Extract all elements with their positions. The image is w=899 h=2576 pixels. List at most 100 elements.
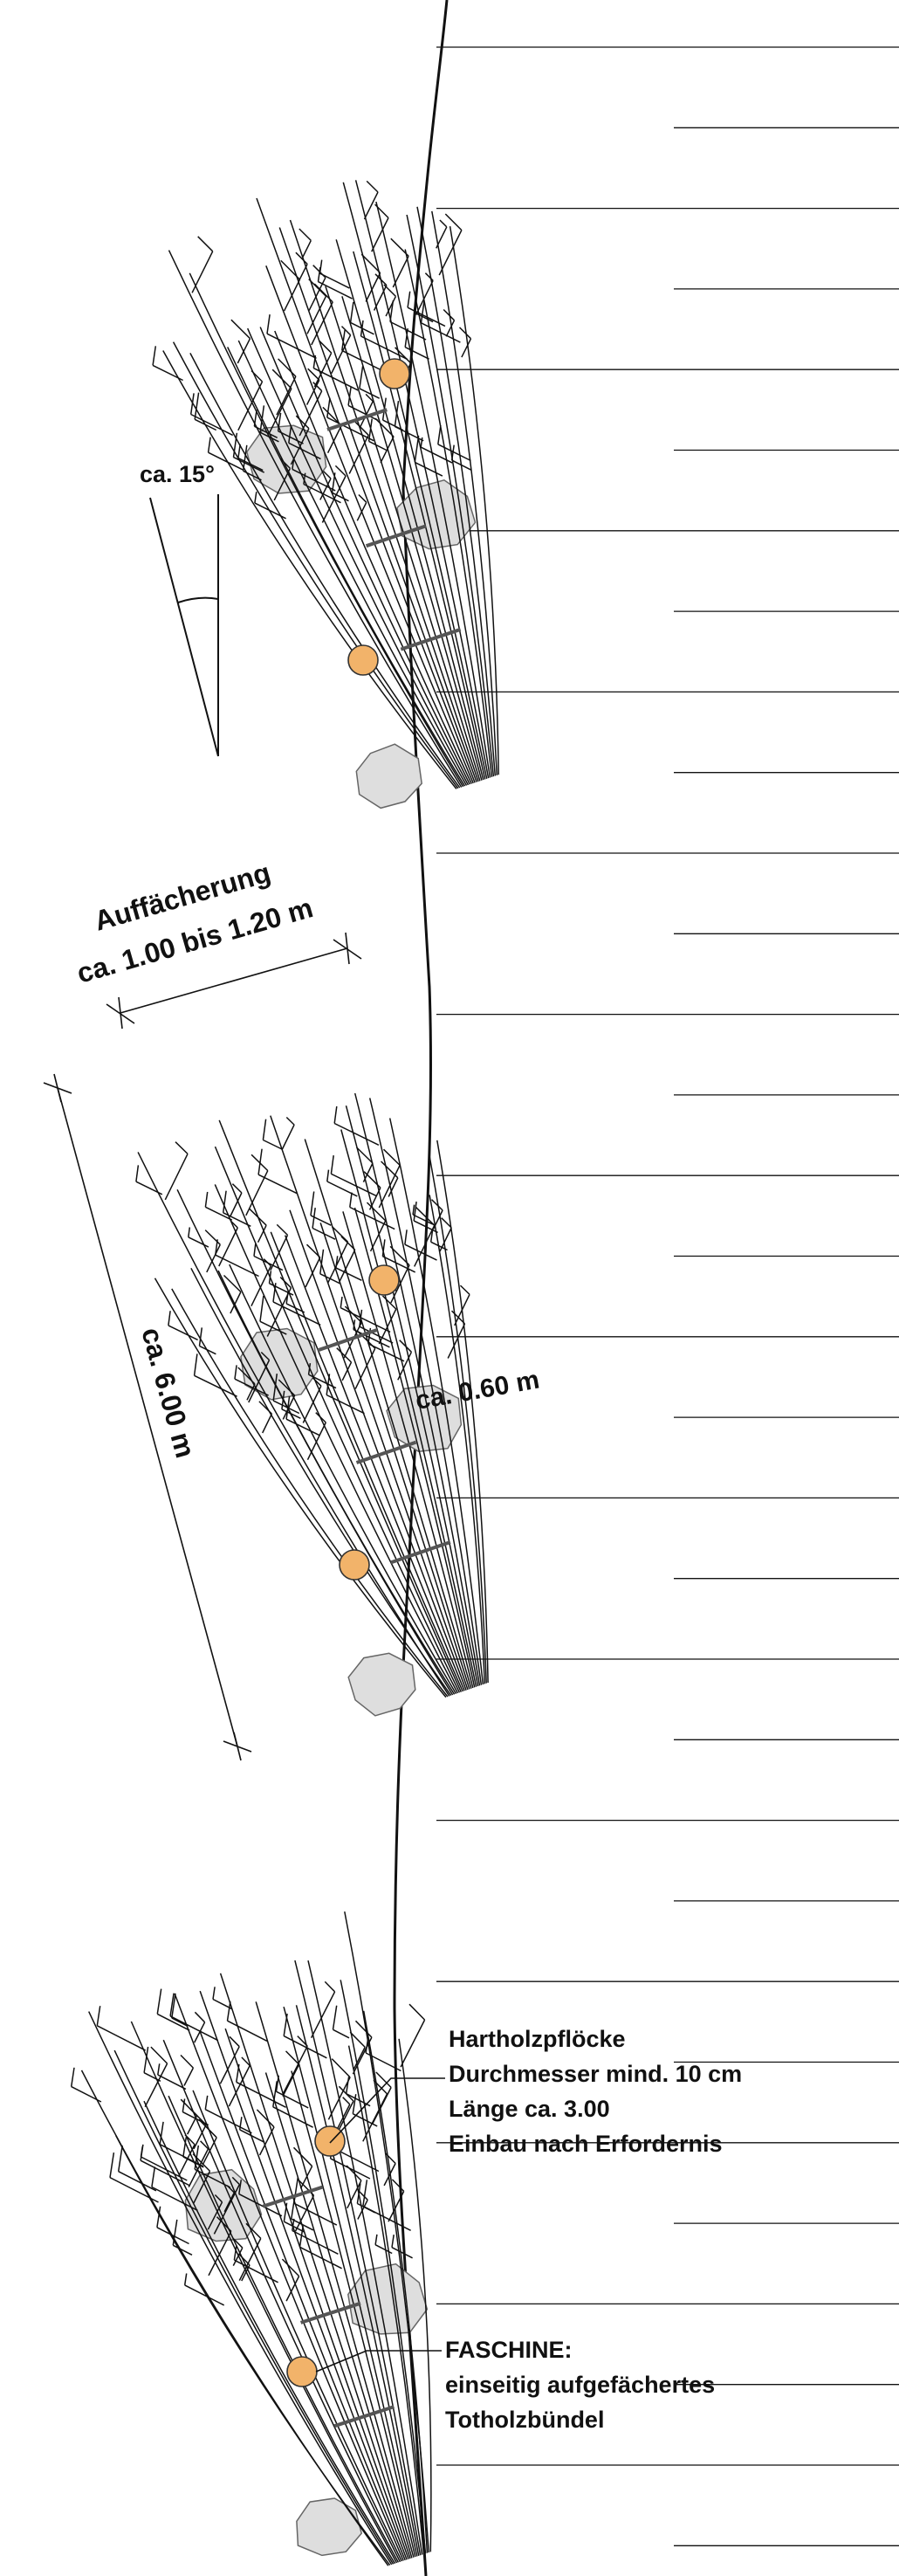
twig	[207, 437, 211, 453]
twig	[238, 2193, 283, 2217]
twig	[231, 1183, 243, 1194]
twig	[140, 2159, 190, 2187]
twig	[432, 1209, 443, 1229]
twig	[223, 1212, 251, 1227]
twig	[413, 1220, 438, 1234]
stone	[184, 2168, 263, 2242]
twig	[343, 1322, 362, 1359]
rod	[130, 2021, 398, 2564]
twig	[347, 404, 379, 421]
rod	[304, 1139, 472, 1689]
twig	[384, 2152, 396, 2165]
twig	[222, 1190, 227, 1213]
rod	[345, 1105, 479, 1687]
twig	[283, 2035, 327, 2059]
rod	[406, 214, 495, 777]
twig	[194, 2168, 231, 2188]
rod	[143, 2100, 396, 2565]
twig	[190, 413, 234, 437]
rod	[229, 1264, 457, 1694]
twig	[180, 2054, 194, 2069]
twig	[262, 1413, 273, 1434]
twig	[188, 2148, 209, 2187]
twig	[318, 280, 353, 300]
twig	[172, 2244, 193, 2256]
rod	[270, 1231, 463, 1692]
twig	[407, 307, 446, 327]
twig	[362, 2205, 411, 2231]
twig	[191, 251, 214, 293]
rod	[168, 250, 463, 788]
twig	[323, 471, 332, 479]
twig	[218, 1227, 238, 1267]
twig	[285, 1303, 305, 1313]
fascine-bundles	[70, 180, 499, 2566]
angle-label: ca. 15°	[140, 461, 215, 487]
twig	[429, 1228, 434, 1243]
twig	[407, 291, 411, 308]
twig	[404, 1229, 408, 1245]
twig	[272, 1374, 278, 1402]
twig	[334, 465, 347, 477]
twig	[288, 442, 321, 460]
rod	[224, 2028, 409, 2559]
twig	[367, 1343, 405, 1362]
rod	[344, 1911, 430, 2553]
rods	[70, 1911, 432, 2566]
twig	[414, 312, 434, 323]
binding-wire	[390, 1540, 451, 1565]
twig	[412, 1214, 434, 1225]
twig	[414, 297, 418, 313]
twig	[413, 1202, 417, 1222]
stakes-line-4: Einbau nach Erfordernis	[449, 2131, 723, 2157]
twig	[302, 1385, 322, 1423]
twig	[204, 2109, 252, 2134]
twig	[335, 1256, 339, 1268]
binding-wire	[262, 2185, 324, 2208]
rod	[294, 1960, 422, 2556]
twig	[234, 2259, 278, 2283]
stake	[347, 644, 379, 676]
twig	[232, 2237, 244, 2249]
twig	[331, 1173, 377, 1197]
rod	[342, 182, 488, 779]
twig	[169, 1993, 175, 2016]
twig	[332, 492, 349, 502]
rod	[416, 206, 497, 776]
rod	[449, 225, 499, 775]
twig	[272, 2081, 278, 2107]
twig	[257, 1224, 267, 1243]
twig	[197, 236, 214, 252]
twig	[171, 1993, 176, 2019]
twig	[357, 2199, 368, 2220]
twig	[391, 2234, 395, 2248]
twig	[374, 2234, 378, 2245]
twig	[404, 1243, 437, 1261]
twig	[171, 2017, 189, 2028]
twig	[299, 2166, 313, 2189]
stone	[296, 2497, 363, 2557]
diameter-label: ca. 0.60 m	[413, 1365, 541, 1415]
rod	[289, 219, 479, 782]
fascine-bundle	[135, 1092, 489, 1717]
twig	[302, 240, 312, 258]
stakes-line-3: Länge ca. 3.00	[449, 2096, 610, 2122]
twig	[383, 284, 396, 297]
rod	[189, 272, 464, 788]
twig	[359, 1326, 394, 1344]
twig	[404, 346, 429, 360]
rod	[342, 1211, 474, 1689]
rod	[388, 1118, 484, 1685]
rod	[340, 1129, 477, 1687]
twig	[356, 2183, 361, 2204]
twig	[292, 468, 336, 492]
twig	[204, 1229, 221, 1245]
twig	[447, 1323, 466, 1359]
twig	[193, 2171, 211, 2204]
twig	[268, 1271, 272, 1284]
rod	[255, 2001, 415, 2558]
twig	[352, 2113, 378, 2127]
twig	[342, 2097, 351, 2105]
twig	[109, 2152, 115, 2178]
twig	[443, 308, 456, 321]
